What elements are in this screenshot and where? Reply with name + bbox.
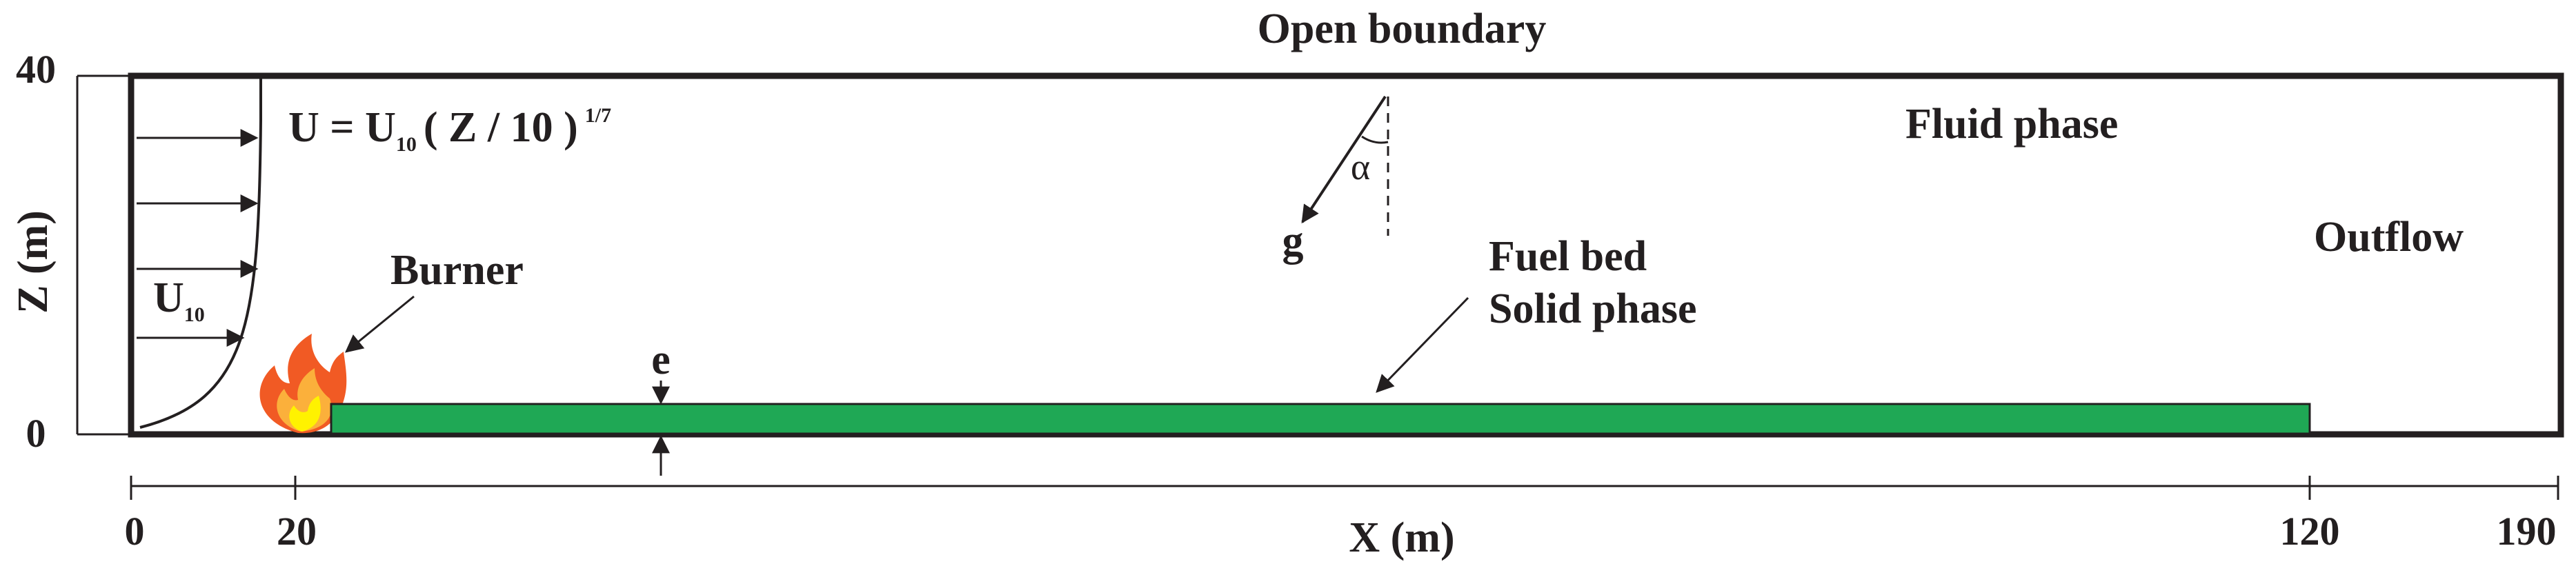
- fuel-bed: [330, 403, 2311, 435]
- fuel-bed-label: Fuel bed: [1489, 233, 1647, 280]
- eq-exp: 1/7: [585, 104, 611, 127]
- x-tick-label-120: 120: [2280, 509, 2340, 554]
- alpha-label: α: [1351, 146, 1370, 188]
- gravity-arrow: [1301, 95, 1387, 224]
- solid-phase-label: Solid phase: [1489, 285, 1697, 332]
- thickness-label: e: [651, 336, 671, 383]
- eq-lhs: U = U: [288, 104, 396, 151]
- eq-rhs: ( Z / 10 ): [424, 104, 578, 151]
- open-boundary-label: Open boundary: [1258, 6, 1547, 52]
- wind-profile-equation: U = U10 ( Z / 10 ) 1/7: [288, 104, 611, 156]
- flame-icon: [259, 334, 347, 434]
- fluid-phase-label: Fluid phase: [1905, 101, 2118, 148]
- wind-profile-curve: [139, 76, 262, 429]
- u10-label: U10: [153, 274, 205, 326]
- fuel-bed-arrow: [1376, 296, 1469, 393]
- x-axis-label: X (m): [1349, 514, 1454, 561]
- flame-core: [289, 396, 321, 432]
- z-axis-label: Z (m): [10, 210, 57, 314]
- z-tick-label-0: 0: [26, 411, 46, 456]
- x-tick-label-0: 0: [125, 509, 145, 554]
- u10-main: U: [153, 274, 184, 321]
- x-tick-label-20: 20: [277, 509, 317, 554]
- x-tick-label-190: 190: [2497, 509, 2557, 554]
- gravity-label: g: [1282, 218, 1304, 265]
- burner-label: Burner: [390, 247, 524, 294]
- z-tick-label-40: 40: [16, 47, 56, 92]
- outflow-label: Outflow: [2314, 214, 2464, 261]
- alpha-arc: [1361, 135, 1389, 144]
- u10-sub: 10: [184, 303, 205, 326]
- eq-sub: 10: [396, 133, 417, 156]
- burner-arrow: [344, 295, 415, 353]
